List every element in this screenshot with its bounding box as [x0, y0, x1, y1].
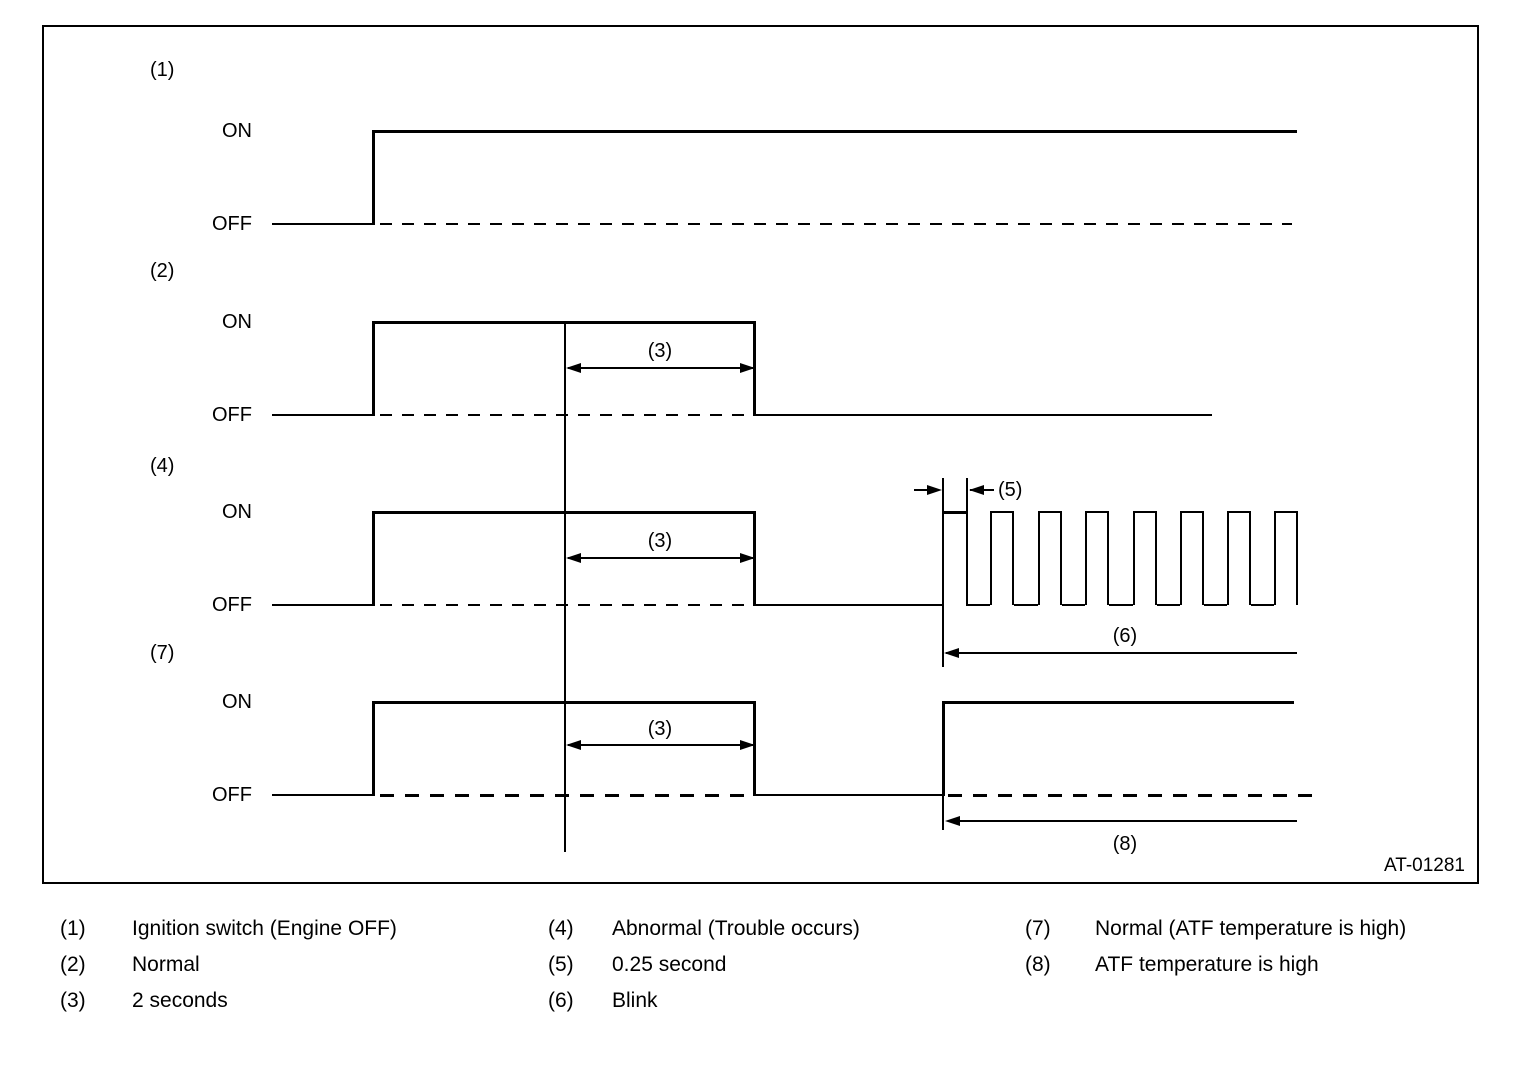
legend-item-4-label: Abnormal (Trouble occurs)	[612, 917, 860, 940]
diagram-border	[42, 25, 1479, 884]
waveform-4-off-lead-line	[272, 604, 374, 606]
blink-baseline	[966, 604, 990, 606]
waveform-7-off-dashed-line	[380, 794, 750, 797]
blink-pulse	[1038, 511, 1062, 605]
legend-item-5-number: (5)	[548, 953, 574, 976]
waveform-2-off-label: OFF	[212, 404, 252, 426]
arrowhead-right-icon	[740, 740, 755, 750]
annotation-2s-wf7: (3)	[647, 718, 673, 740]
waveform-7-on-line	[372, 701, 756, 704]
waveform-2-on-label: ON	[222, 311, 252, 333]
legend-item-2-label: Normal	[132, 953, 200, 976]
waveform-7-on-label: ON	[222, 691, 252, 713]
blink-pulse	[1180, 511, 1204, 605]
annotation-quarter-second: (5)	[998, 479, 1023, 501]
legend-item-3-label: 2 seconds	[132, 989, 228, 1012]
blink-pulse	[1085, 511, 1109, 605]
legend-item-3-number: (3)	[60, 989, 86, 1012]
legend-item-2-number: (2)	[60, 953, 86, 976]
legend-item-8-label: ATF temperature is high	[1095, 953, 1319, 976]
waveform-1-off-label: OFF	[212, 213, 252, 235]
waveform-4-rise-edge	[372, 511, 375, 606]
figure-code: AT-01281	[1384, 855, 1465, 876]
blink-pulse	[1274, 511, 1298, 605]
arrowhead-right-icon	[740, 363, 755, 373]
waveform-7-second-on-line	[942, 701, 1294, 704]
blink-baseline	[1251, 604, 1274, 606]
waveform-7-number: (7)	[150, 642, 175, 664]
arrow-2s-line-wf2	[568, 367, 754, 369]
waveform-7-second-rise-edge	[942, 701, 945, 796]
arrow-atf-high-line	[948, 820, 1297, 822]
arrowhead-left-icon	[969, 485, 984, 495]
arrow-2s-line-wf4	[568, 557, 754, 559]
blink-pulse	[1227, 511, 1251, 605]
arrowhead-right-icon	[740, 553, 755, 563]
legend-item-6-label: Blink	[612, 989, 658, 1012]
blink-baseline	[1204, 604, 1227, 606]
legend-item-1-number: (1)	[60, 917, 86, 940]
arrowhead-left-icon	[566, 363, 581, 373]
waveform-1-on-line	[372, 130, 1297, 133]
blink-pulse-fall-tick	[966, 478, 968, 606]
waveform-2-off-tail-line	[755, 414, 1212, 416]
annotation-atf-high: (8)	[1112, 833, 1138, 855]
waveform-1-off-dashed-line	[380, 223, 1292, 225]
arrowhead-left-icon	[944, 648, 959, 658]
waveform-7-off-tail-dashed-line	[948, 794, 1316, 797]
reference-line	[564, 322, 566, 852]
waveform-7-rise-edge	[372, 701, 375, 796]
arrowhead-left-icon	[566, 553, 581, 563]
arrowhead-left-icon	[566, 740, 581, 750]
waveform-4-on-line	[372, 511, 756, 514]
blink-start-line	[942, 478, 944, 667]
waveform-4-off-dashed-line	[380, 604, 750, 606]
waveform-2-rise-edge	[372, 321, 375, 416]
legend-item-7-number: (7)	[1025, 917, 1051, 940]
waveform-1-off-lead-line	[272, 223, 374, 225]
blink-baseline	[1014, 604, 1038, 606]
legend-item-5-label: 0.25 second	[612, 953, 727, 976]
legend-item-6-number: (6)	[548, 989, 574, 1012]
legend-item-4-number: (4)	[548, 917, 574, 940]
waveform-7-annotation-tick	[942, 796, 944, 830]
annotation-2s-wf4: (3)	[647, 530, 673, 552]
annotation-2s-wf2: (3)	[647, 340, 673, 362]
waveform-1-number: (1)	[150, 59, 175, 81]
arrow-blink-line	[946, 652, 1297, 654]
waveform-7-off-label: OFF	[212, 784, 252, 806]
waveform-2-number: (2)	[150, 260, 175, 282]
waveform-4-off-mid-line	[755, 604, 944, 606]
waveform-2-off-lead-line	[272, 414, 374, 416]
legend-item-8-number: (8)	[1025, 953, 1051, 976]
waveform-1-rise-edge	[372, 130, 375, 225]
blink-pulse	[1133, 511, 1157, 605]
waveform-4-on-label: ON	[222, 501, 252, 523]
annotation-blink: (6)	[1112, 625, 1138, 647]
blink-baseline	[1109, 604, 1133, 606]
blink-pulse	[990, 511, 1014, 605]
waveform-7-off-lead-line	[272, 794, 374, 796]
arrowhead-right-icon	[927, 485, 942, 495]
arrowhead-left-icon	[945, 816, 960, 826]
waveform-7-off-mid-line	[755, 794, 944, 796]
legend-item-1-label: Ignition switch (Engine OFF)	[132, 917, 397, 940]
arrow-quarter-left-line	[914, 489, 938, 491]
arrow-2s-line-wf7	[568, 744, 754, 746]
blink-baseline	[1157, 604, 1180, 606]
blink-baseline	[1062, 604, 1085, 606]
waveform-4-number: (4)	[150, 455, 175, 477]
legend-item-7-label: Normal (ATF temperature is high)	[1095, 917, 1407, 940]
waveform-4-off-label: OFF	[212, 594, 252, 616]
waveform-1-on-label: ON	[222, 120, 252, 142]
blink-pulse-top	[942, 511, 968, 514]
